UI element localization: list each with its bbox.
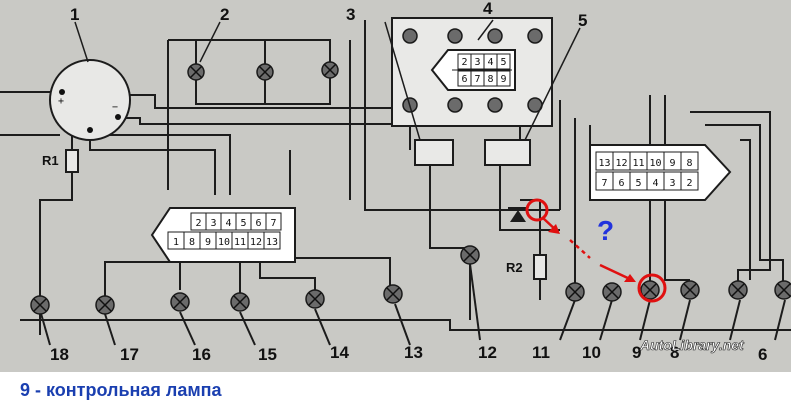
lamps bbox=[30, 61, 791, 315]
right-bottom-pin: 2 bbox=[686, 178, 692, 189]
relay-3 bbox=[414, 139, 454, 166]
left-bottom-pin: 8 bbox=[189, 237, 195, 248]
label-3: 3 bbox=[346, 5, 355, 24]
right-bottom-pin: 5 bbox=[635, 178, 641, 189]
label-r2: R2 bbox=[506, 260, 523, 275]
left-top-pin: 6 bbox=[255, 218, 261, 229]
right-bottom-pin: 4 bbox=[652, 178, 658, 189]
left-bottom-pin: 13 bbox=[266, 237, 278, 248]
svg-text:−: − bbox=[112, 102, 118, 113]
lamp-2a bbox=[187, 63, 205, 81]
lamp-12 bbox=[460, 245, 480, 265]
lamp-16 bbox=[170, 292, 190, 312]
label-17: 17 bbox=[120, 345, 139, 364]
resistor-r1 bbox=[65, 149, 79, 173]
relay-5 bbox=[484, 139, 531, 166]
label-r1: R1 bbox=[42, 153, 59, 168]
wires bbox=[0, 20, 791, 346]
block4-top-cell bbox=[496, 53, 511, 70]
lamp-15 bbox=[230, 292, 250, 312]
left-bottom-pin: 9 bbox=[205, 237, 211, 248]
block4-top-pin: 3 bbox=[474, 57, 480, 68]
right-bottom-pin: 3 bbox=[669, 178, 675, 189]
svg-text:+: + bbox=[58, 96, 64, 107]
resistor-r2 bbox=[533, 254, 547, 280]
label-1: 1 bbox=[70, 5, 79, 24]
label-6: 6 bbox=[758, 345, 767, 364]
right-top-pin: 13 bbox=[598, 158, 610, 169]
label-12: 12 bbox=[478, 343, 497, 362]
caption: 9 - контрольная лампа bbox=[20, 380, 222, 400]
lamp-2c bbox=[321, 61, 339, 79]
lamp-10 bbox=[602, 282, 622, 302]
right-top-cell bbox=[680, 151, 699, 171]
lamp-2b bbox=[256, 63, 274, 81]
label-2: 2 bbox=[220, 5, 229, 24]
block4-top-pin: 2 bbox=[461, 57, 467, 68]
right-bottom-cell bbox=[680, 171, 699, 191]
label-16: 16 bbox=[192, 345, 211, 364]
left-top-pin: 5 bbox=[240, 218, 246, 229]
left-bottom-pin: 12 bbox=[250, 237, 262, 248]
right-top-pin: 8 bbox=[686, 158, 692, 169]
label-13: 13 bbox=[404, 343, 423, 362]
block4-bottom-pin: 9 bbox=[500, 74, 506, 85]
left-top-pin: 7 bbox=[270, 218, 276, 229]
left-bottom-pin: 10 bbox=[218, 237, 230, 248]
left-top-pin: 2 bbox=[195, 218, 201, 229]
left-top-pin: 3 bbox=[210, 218, 216, 229]
lamp-13 bbox=[383, 284, 403, 304]
label-5: 5 bbox=[578, 11, 587, 30]
label-18: 18 bbox=[50, 345, 69, 364]
question-mark: ? bbox=[597, 215, 614, 246]
component-labels: 1 2 3 4 5 6 8 9 10 11 12 13 14 15 16 17 … bbox=[42, 0, 767, 364]
label-11: 11 bbox=[532, 343, 550, 362]
left-top-cell bbox=[265, 212, 282, 231]
block4-bottom-cell bbox=[496, 70, 511, 87]
label-8: 8 bbox=[670, 343, 679, 362]
lamp-18 bbox=[30, 295, 50, 315]
lamp-7 bbox=[728, 280, 748, 300]
label-4: 4 bbox=[483, 0, 493, 18]
right-top-pin: 10 bbox=[649, 158, 661, 169]
lamp-9 bbox=[640, 280, 660, 300]
label-14: 14 bbox=[330, 343, 349, 362]
right-bottom-pin: 7 bbox=[601, 178, 607, 189]
red-annotation bbox=[525, 198, 667, 303]
block4-top-pin: 4 bbox=[487, 57, 493, 68]
gauge-1: + − bbox=[49, 59, 131, 141]
right-top-pin: 9 bbox=[669, 158, 675, 169]
left-bottom-pin: 11 bbox=[234, 237, 246, 248]
label-9: 9 bbox=[632, 343, 641, 362]
watermark: AutoLibrary.net bbox=[639, 337, 745, 353]
right-top-pin: 11 bbox=[632, 158, 644, 169]
block4-bottom-pin: 6 bbox=[461, 74, 467, 85]
left-bottom-cell bbox=[263, 231, 281, 250]
lamp-17 bbox=[95, 295, 115, 315]
left-bottom-pin: 1 bbox=[173, 237, 179, 248]
right-bottom-pin: 6 bbox=[618, 178, 624, 189]
label-10: 10 bbox=[582, 343, 601, 362]
block4-top-pin: 5 bbox=[500, 57, 506, 68]
lamp-8 bbox=[680, 280, 700, 300]
lamp-11 bbox=[565, 282, 585, 302]
left-top-pin: 4 bbox=[225, 218, 231, 229]
block4-bottom-pin: 8 bbox=[487, 74, 493, 85]
lamp-6 bbox=[774, 280, 791, 300]
right-top-pin: 12 bbox=[615, 158, 627, 169]
lamp-14 bbox=[305, 289, 325, 309]
label-15: 15 bbox=[258, 345, 277, 364]
block4-bottom-pin: 7 bbox=[474, 74, 480, 85]
diode bbox=[508, 207, 528, 222]
